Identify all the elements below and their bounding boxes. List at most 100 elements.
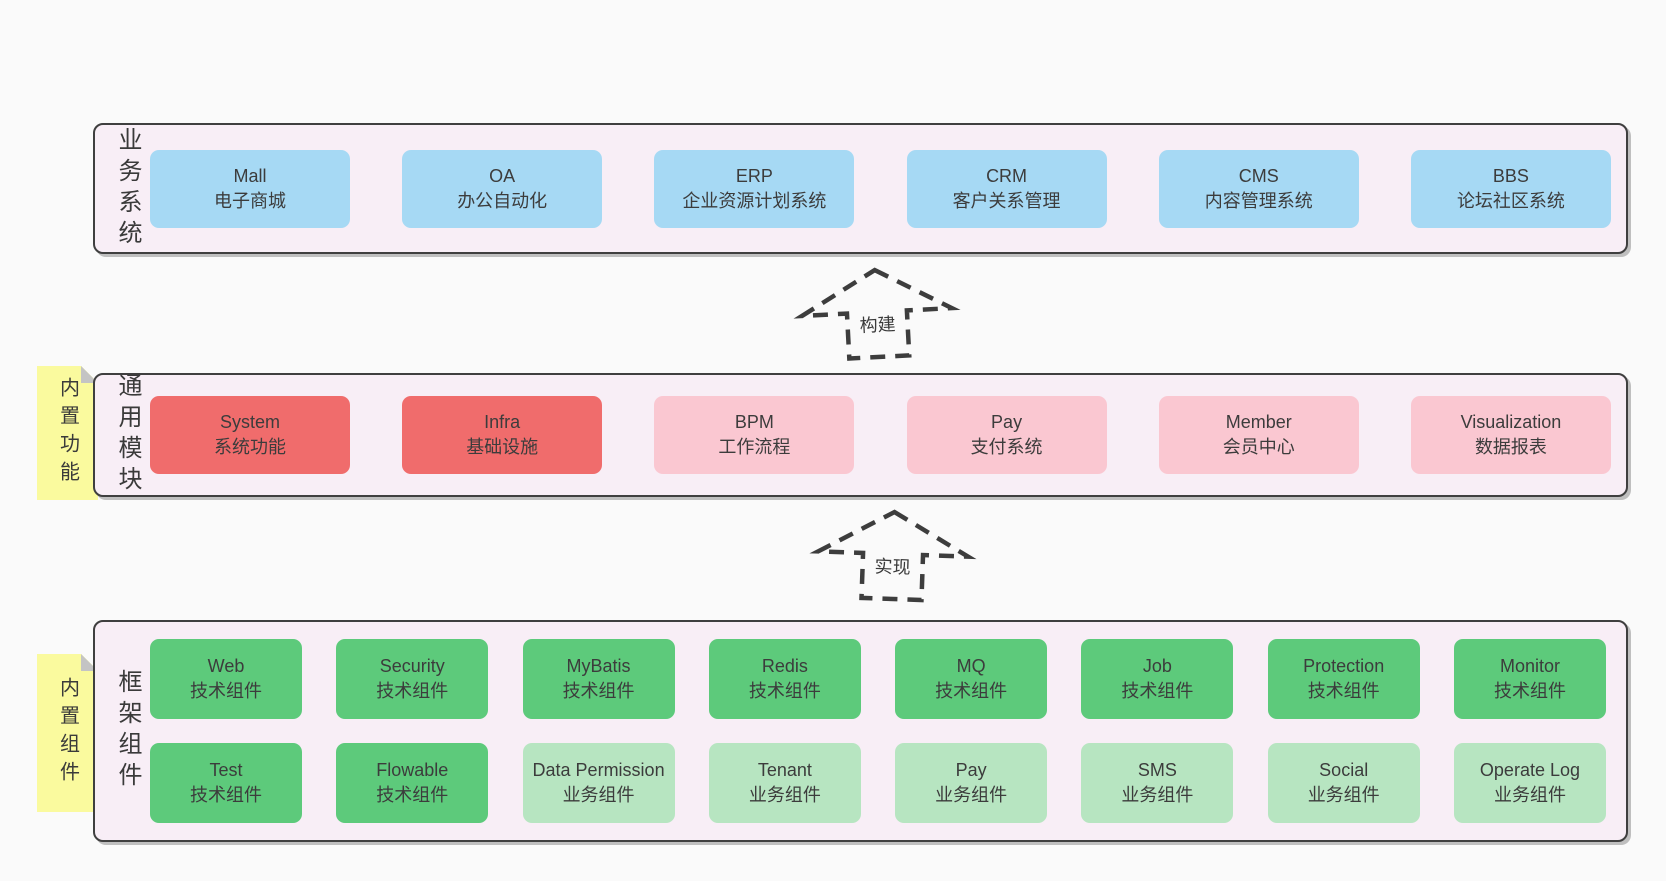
box-crm: CRM 客户关系管理 bbox=[906, 149, 1107, 228]
box-title: Protection bbox=[1303, 656, 1385, 676]
layer-business-label: 业务系统 bbox=[114, 126, 141, 251]
modules-box-row: System 系统功能 Infra 基础设施 BPM 工作流程 Pay 支付系统… bbox=[150, 396, 1626, 474]
box-visualization: Visualization 数据报表 bbox=[1410, 396, 1611, 474]
components-box-row-1: Web 技术组件 Security 技术组件 MyBatis 技术组件 Redi… bbox=[150, 639, 1606, 719]
box-subtitle: 技术组件 bbox=[748, 681, 821, 701]
box-title: Operate Log bbox=[1479, 760, 1580, 780]
box-subtitle: 论坛社区系统 bbox=[1456, 190, 1565, 211]
layer-components-label: 框架组件 bbox=[114, 669, 141, 793]
box-pay: Pay 支付系统 bbox=[906, 396, 1107, 474]
box-subtitle: 技术组件 bbox=[376, 785, 449, 805]
box-subtitle: 技术组件 bbox=[190, 681, 262, 701]
box-title: System bbox=[219, 412, 280, 432]
box-subtitle: 业务组件 bbox=[1307, 785, 1380, 805]
box-flowable: Flowable 技术组件 bbox=[336, 743, 489, 823]
box-subtitle: 基础设施 bbox=[466, 437, 539, 457]
box-subtitle: 数据报表 bbox=[1474, 437, 1547, 457]
box-subtitle: 技术组件 bbox=[562, 681, 635, 701]
box-title: Infra bbox=[484, 412, 521, 432]
business-box-row: Mall 电子商城 OA 办公自动化 ERP 企业资源计划系统 CRM 客户关系… bbox=[150, 149, 1626, 228]
box-subtitle: 技术组件 bbox=[376, 681, 449, 701]
box-title: BPM bbox=[734, 412, 774, 432]
box-title: BBS bbox=[1492, 165, 1529, 186]
sticky-label: 内置组件 bbox=[56, 677, 79, 789]
components-box-row-2: Test 技术组件 Flowable 技术组件 Data Permission … bbox=[150, 743, 1606, 823]
box-oa: OA 办公自动化 bbox=[402, 149, 603, 228]
box-subtitle: 技术组件 bbox=[935, 681, 1008, 701]
box-subtitle: 内容管理系统 bbox=[1204, 190, 1313, 211]
box-sms: SMS 业务组件 bbox=[1081, 743, 1234, 823]
box-title: OA bbox=[489, 165, 516, 186]
box-mall: Mall 电子商城 bbox=[150, 149, 350, 228]
box-subtitle: 电子商城 bbox=[214, 190, 286, 211]
box-mybatis: MyBatis 技术组件 bbox=[522, 639, 675, 719]
box-subtitle: 业务组件 bbox=[935, 785, 1008, 805]
box-subtitle: 客户关系管理 bbox=[952, 190, 1061, 211]
box-title: Mall bbox=[233, 165, 267, 186]
box-subtitle: 工作流程 bbox=[718, 437, 791, 457]
box-bpm: BPM 工作流程 bbox=[654, 396, 855, 474]
arrow-build-label: 构建 bbox=[854, 308, 901, 339]
box-subtitle: 会员中心 bbox=[1222, 437, 1295, 457]
box-title: Pay bbox=[991, 412, 1023, 432]
box-subtitle: 办公自动化 bbox=[457, 190, 548, 211]
box-monitor: Monitor 技术组件 bbox=[1453, 639, 1606, 719]
sticky-note-builtin-features: 内置功能 bbox=[37, 366, 98, 500]
components-box-grid: Web 技术组件 Security 技术组件 MyBatis 技术组件 Redi… bbox=[150, 639, 1626, 823]
box-social: Social 业务组件 bbox=[1267, 743, 1420, 823]
box-title: Pay bbox=[955, 760, 987, 780]
box-title: Tenant bbox=[757, 760, 812, 780]
layer-modules-label: 通用模块 bbox=[114, 373, 141, 497]
box-data-permission: Data Permission 业务组件 bbox=[522, 743, 675, 823]
box-title: Social bbox=[1319, 760, 1369, 780]
box-title: Member bbox=[1225, 412, 1292, 432]
box-subtitle: 系统功能 bbox=[214, 437, 286, 457]
box-infra: Infra 基础设施 bbox=[402, 396, 603, 474]
box-subtitle: 业务组件 bbox=[748, 785, 821, 805]
sticky-label: 内置功能 bbox=[56, 377, 79, 489]
box-security: Security 技术组件 bbox=[336, 639, 489, 719]
box-subtitle: 技术组件 bbox=[1493, 681, 1566, 701]
box-job: Job 技术组件 bbox=[1081, 639, 1234, 719]
box-member: Member 会员中心 bbox=[1158, 396, 1359, 474]
arrow-implement-label: 实现 bbox=[870, 550, 916, 581]
box-operate-log: Operate Log 业务组件 bbox=[1453, 743, 1606, 823]
box-title: CRM bbox=[986, 165, 1028, 186]
box-subtitle: 业务组件 bbox=[1121, 785, 1194, 805]
box-title: Redis bbox=[761, 656, 808, 676]
box-erp: ERP 企业资源计划系统 bbox=[654, 149, 855, 228]
box-cms: CMS 内容管理系统 bbox=[1158, 149, 1359, 228]
layer-framework-components: 框架组件 Web 技术组件 Security 技术组件 MyBatis 技术组件… bbox=[93, 620, 1628, 842]
arrow-build: 构建 bbox=[790, 262, 965, 366]
box-title: Job bbox=[1142, 656, 1172, 676]
box-title: MyBatis bbox=[566, 656, 631, 676]
box-title: Web bbox=[207, 656, 245, 676]
box-subtitle: 技术组件 bbox=[1121, 681, 1194, 701]
box-title: Data Permission bbox=[532, 760, 665, 780]
box-subtitle: 企业资源计划系统 bbox=[682, 190, 827, 211]
box-title: ERP bbox=[735, 165, 773, 186]
box-tenant: Tenant 业务组件 bbox=[708, 743, 861, 823]
box-subtitle: 技术组件 bbox=[190, 785, 262, 805]
box-redis: Redis 技术组件 bbox=[708, 639, 861, 719]
layer-common-modules: 通用模块 System 系统功能 Infra 基础设施 BPM 工作流程 Pay… bbox=[93, 373, 1628, 497]
box-pay-biz: Pay 业务组件 bbox=[895, 743, 1048, 823]
box-subtitle: 业务组件 bbox=[1493, 785, 1566, 805]
box-title: MQ bbox=[956, 656, 986, 676]
box-title: Visualization bbox=[1460, 412, 1562, 432]
layer-business-systems: 业务系统 Mall 电子商城 OA 办公自动化 ERP 企业资源计划系统 CRM… bbox=[93, 123, 1628, 254]
box-title: Flowable bbox=[376, 760, 449, 780]
box-title: Security bbox=[379, 656, 445, 676]
box-test: Test 技术组件 bbox=[150, 743, 302, 823]
box-bbs: BBS 论坛社区系统 bbox=[1410, 149, 1611, 228]
box-title: Test bbox=[209, 760, 243, 780]
box-mq: MQ 技术组件 bbox=[895, 639, 1048, 719]
sticky-note-builtin-components: 内置组件 bbox=[37, 654, 98, 812]
box-title: Monitor bbox=[1499, 656, 1560, 676]
box-title: SMS bbox=[1137, 760, 1177, 780]
up-arrow-outline-icon bbox=[793, 267, 961, 361]
box-title: CMS bbox=[1238, 165, 1279, 186]
box-subtitle: 技术组件 bbox=[1307, 681, 1380, 701]
box-subtitle: 支付系统 bbox=[970, 437, 1043, 457]
